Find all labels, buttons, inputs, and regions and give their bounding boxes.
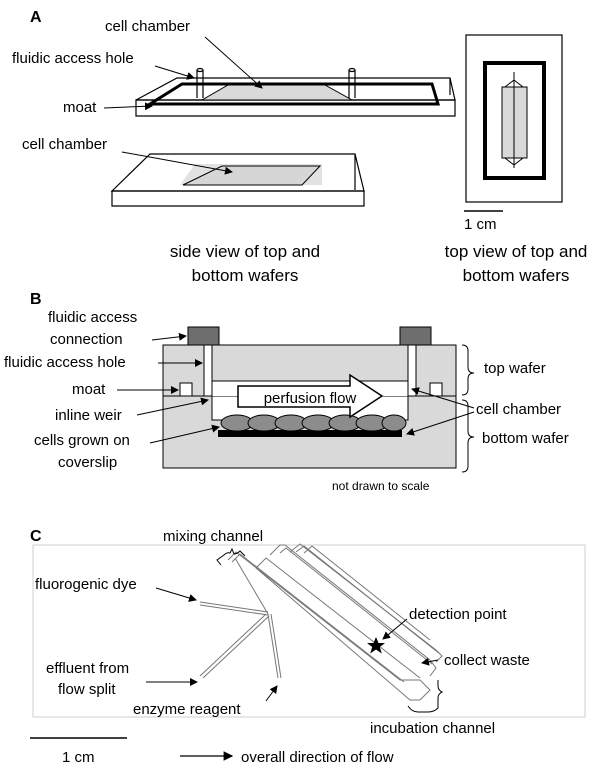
label-cell-chamber-b: cell chamber [476,401,561,418]
caption-side-view-2: bottom wafers [192,266,299,285]
panel-a-letter: A [30,9,42,26]
cross-section [162,326,457,469]
top-view-diagram [465,34,563,203]
label-cell-chamber-bottom: cell chamber [22,136,107,153]
label-effluent-2: flow split [58,681,116,698]
label-detection-point: detection point [409,606,507,623]
caption-top-view-2: bottom wafers [463,266,570,285]
inlet-channels [199,557,282,679]
label-fluorogenic-dye: fluorogenic dye [35,576,137,593]
caption-side-view-1: side view of top and [170,242,320,261]
bottom-wafer-3d [110,153,365,207]
caption-top-view-1: top view of top and [445,242,588,261]
label-bottom-wafer: bottom wafer [482,430,569,447]
cell-chamber-bottom-shape [182,165,322,186]
chip-outline [32,544,586,718]
label-not-to-scale: not drawn to scale [332,479,430,493]
label-effluent-1: effluent from [46,660,129,677]
bracket-incubation [407,680,444,713]
bracket-bottom-wafer [461,399,475,473]
access-posts-3d [196,67,356,98]
serpentine-channels [227,543,443,701]
label-perfusion-flow: perfusion flow [264,390,357,407]
label-cells-1: cells grown on [34,432,130,449]
label-incubation-channel: incubation channel [370,720,495,737]
label-moat-b: moat [72,381,106,398]
label-moat: moat [63,99,97,116]
label-collect-waste: collect waste [444,652,530,669]
label-enzyme-reagent: enzyme reagent [133,701,241,718]
scale-label-a: 1 cm [464,216,497,233]
panel-b-letter: B [30,291,42,308]
label-mixing-channel: mixing channel [163,528,263,545]
label-cells-2: coverslip [58,454,117,471]
label-inline-weir: inline weir [55,407,122,424]
label-connection-2: connection [50,331,123,348]
bracket-mixing [216,547,246,566]
moat-ring [144,82,441,106]
detection-point-star [367,637,385,654]
label-cell-chamber-top: cell chamber [105,18,190,35]
cell-chamber-top-shape [200,84,354,101]
label-flow-direction: overall direction of flow [241,749,394,766]
label-access-hole: fluidic access hole [4,354,126,371]
label-connection-1: fluidic access [48,309,137,326]
bracket-top-wafer [461,344,475,396]
label-fluidic-access-hole: fluidic access hole [12,50,134,67]
label-top-wafer: top wafer [484,360,546,377]
panel-c-letter: C [30,528,42,545]
scale-label-c: 1 cm [62,749,95,766]
